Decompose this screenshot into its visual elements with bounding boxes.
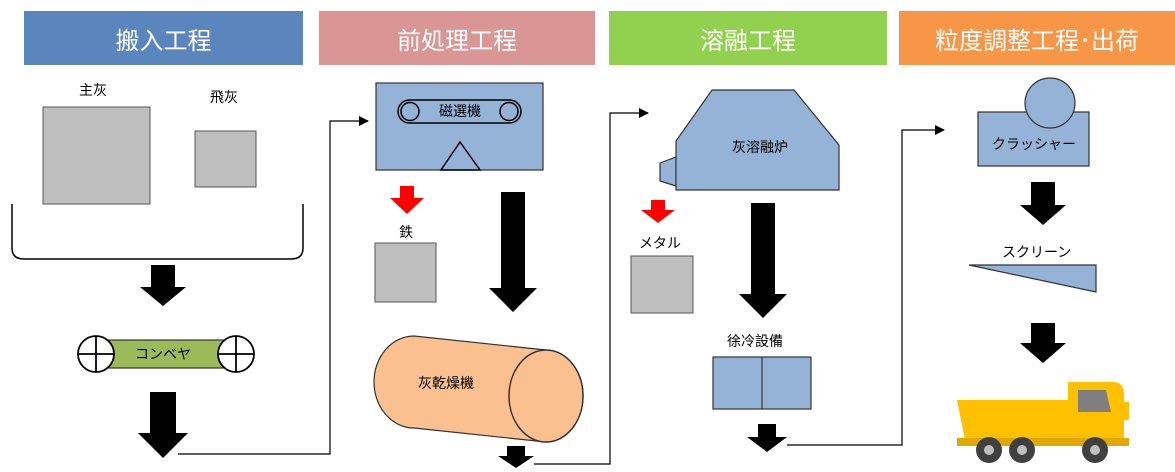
crusher [977,77,1090,167]
dump-truck-icon [957,382,1129,463]
down-arrow-3 [489,192,537,312]
metal-bin [630,255,694,314]
red-arrow-iron [390,186,424,214]
main-ash-bin [42,106,151,205]
iron-bin [374,242,437,303]
metal-label: メタル [639,236,681,252]
main-ash-label: 主灰 [79,83,107,99]
crusher-label: クラッシャー [992,137,1076,153]
fly-ash-label: 飛灰 [210,90,238,106]
down-arrow-4 [498,446,534,468]
screen-separator [968,264,1097,293]
down-arrow-7 [1020,182,1066,225]
dryer-label: 灰乾燥機 [418,376,474,392]
magnet-label: 磁選機 [439,104,481,120]
conveyor-roller-icon [77,335,115,373]
magnetic-separator [375,82,544,171]
ash-melting-furnace [659,89,840,191]
connector-line-3 [787,125,945,446]
fly-ash-bin [194,130,257,188]
down-arrow-8 [1020,323,1066,363]
receiving-pit-outline [11,204,304,260]
iron-label: 鉄 [399,225,413,241]
header-melting: 溶融工程 [609,11,887,65]
header-pretreat: 前処理工程 [319,11,595,65]
connector-line-2 [534,108,649,465]
down-arrow-2 [138,392,188,458]
cooling-label: 徐冷設備 [727,334,783,350]
down-arrow-5 [739,203,787,318]
red-arrow-metal [641,200,675,223]
down-arrow-1 [140,265,186,306]
header-sizing: 粒度調整工程･出荷 [899,11,1175,65]
slow-cooling-unit [712,356,812,410]
screen-label: スクリーン [1002,245,1072,261]
conveyor-roller-icon [217,335,255,373]
ash-dryer [373,335,584,443]
header-carry-in: 搬入工程 [24,11,303,65]
conveyor-label: コンベヤ [135,347,191,363]
down-arrow-6 [747,424,787,452]
furnace-label: 灰溶融炉 [732,140,788,156]
connector-line-1 [178,116,369,455]
conveyor [77,335,255,373]
